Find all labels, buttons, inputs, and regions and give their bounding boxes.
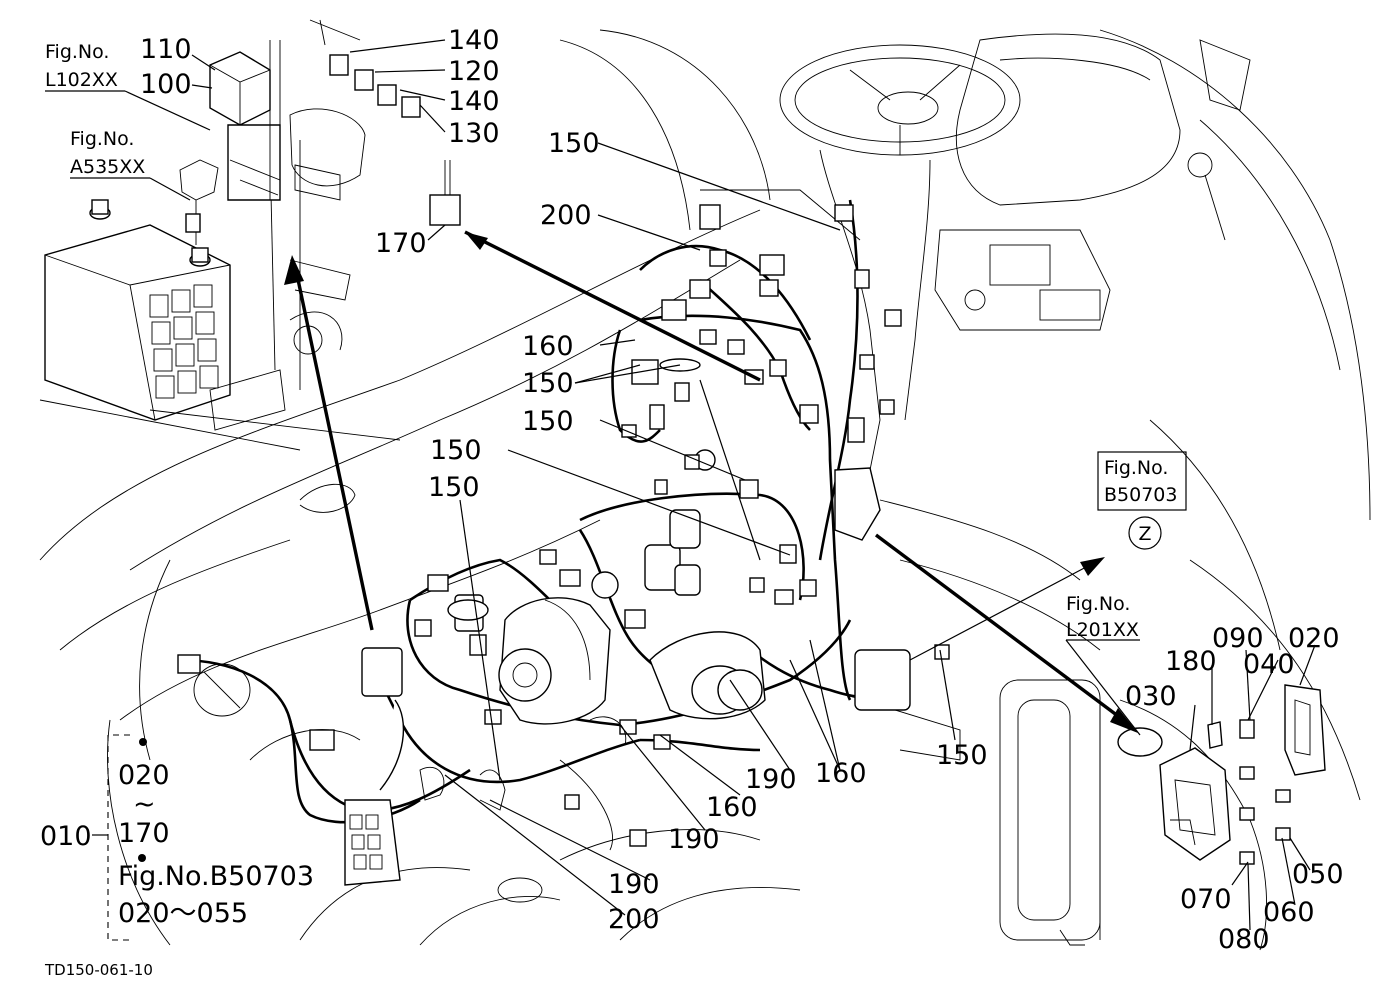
callout-160: 160	[706, 792, 758, 823]
fig-ref-label: Fig.No.	[1104, 457, 1168, 479]
fig-ref-l201xx: Fig.No. L201XX	[1066, 593, 1139, 641]
callout-190: 190	[668, 824, 720, 855]
callout-140: 140	[448, 25, 500, 56]
sub-range: 020～055	[118, 898, 248, 929]
callout-150: 150	[522, 406, 574, 437]
fig-ref-number: B50703	[1104, 484, 1177, 506]
fig-ref-label: Fig.No.	[1066, 593, 1130, 615]
fig-ref-number: L102XX	[45, 69, 118, 91]
callout-060: 060	[1263, 897, 1315, 928]
fig-ref-b50703: Fig.No. B50703	[1104, 457, 1177, 506]
view-z-circle	[1128, 516, 1162, 550]
callouts: 110 100 140 120 140 130 150 200 170 160 …	[140, 25, 1344, 955]
fuse-box-illustration	[209, 19, 461, 226]
callout-150: 150	[428, 472, 480, 503]
fuse-block-illustration	[1117, 684, 1326, 865]
range-tilde: ~	[133, 789, 156, 820]
drawing-code: TD150-061-10	[44, 961, 153, 979]
group-fig-ref: Fig.No.B50703	[118, 861, 314, 892]
callout-160: 160	[522, 331, 574, 362]
callout-140: 140	[448, 86, 500, 117]
callout-080: 080	[1218, 924, 1270, 955]
callout-190: 190	[608, 869, 660, 900]
callout-050: 050	[1292, 859, 1344, 890]
callout-160: 160	[815, 758, 867, 789]
callout-180: 180	[1165, 646, 1217, 677]
wiring-harness	[179, 199, 901, 824]
callout-030: 030	[1125, 681, 1177, 712]
battery-illustration	[39, 140, 401, 451]
view-arrows	[284, 230, 1138, 733]
fig-ref-label: Fig.No.	[45, 41, 109, 63]
callout-120: 120	[448, 56, 500, 87]
callout-040: 040	[1243, 649, 1295, 680]
callout-170: 170	[375, 228, 427, 259]
callout-070: 070	[1180, 884, 1232, 915]
callout-200: 200	[540, 200, 592, 231]
callout-190: 190	[745, 764, 797, 795]
group-reference: 010 020 ~ 170 Fig.No.B50703 020～055	[40, 760, 314, 929]
fig-ref-number: A535XX	[70, 156, 145, 178]
fig-ref-l102xx: Fig.No. L102XX	[45, 41, 118, 91]
range-start: 020	[118, 760, 170, 791]
callout-110: 110	[140, 34, 192, 65]
callout-020: 020	[1288, 623, 1340, 654]
group-bracket	[92, 734, 147, 941]
tractor-body-outline	[39, 29, 1371, 951]
fig-ref-label: Fig.No.	[70, 128, 134, 150]
callout-150: 150	[430, 435, 482, 466]
fig-ref-box-b50703	[1097, 451, 1187, 511]
callout-150: 150	[936, 740, 988, 771]
fig-ref-a535xx: Fig.No. A535XX	[70, 128, 145, 178]
callout-150: 150	[522, 368, 574, 399]
callout-200: 200	[608, 904, 660, 935]
range-end: 170	[118, 818, 170, 849]
leader-lines	[45, 39, 1316, 931]
callout-100: 100	[140, 69, 192, 100]
assembly-number: 010	[40, 821, 92, 852]
view-z-marker: Z	[1138, 523, 1151, 545]
callout-090: 090	[1212, 623, 1264, 654]
callout-130: 130	[448, 118, 500, 149]
fig-ref-number: L201XX	[1066, 619, 1139, 641]
callout-150: 150	[548, 128, 600, 159]
